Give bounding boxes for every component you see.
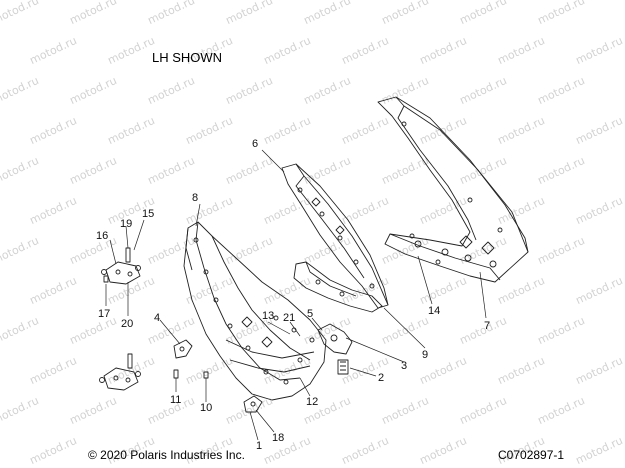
part-7-panel <box>377 96 529 283</box>
part-bracket-center <box>293 261 383 313</box>
callout-7[interactable]: 7 <box>484 320 491 332</box>
part-2-clip <box>337 359 349 375</box>
callout-16[interactable]: 16 <box>96 230 109 242</box>
callout-8[interactable]: 8 <box>192 192 199 204</box>
copyright-text: © 2020 Polaris Industries Inc. <box>88 448 245 462</box>
callout-3[interactable]: 3 <box>401 360 408 372</box>
callout-20[interactable]: 20 <box>121 318 134 330</box>
part-8-panel <box>183 221 327 401</box>
callout-17[interactable]: 17 <box>98 308 111 320</box>
callout-14[interactable]: 14 <box>428 305 441 317</box>
callout-13[interactable]: 13 <box>262 310 275 322</box>
part-4-bracket <box>173 339 193 359</box>
leader-lines <box>105 149 487 441</box>
view-note: LH SHOWN <box>152 50 223 65</box>
hardware-group-upper <box>101 247 141 285</box>
callout-9[interactable]: 9 <box>422 349 429 361</box>
callout-4[interactable]: 4 <box>154 312 161 324</box>
callout-2[interactable]: 2 <box>378 372 385 384</box>
callout-11[interactable]: 11 <box>170 394 182 406</box>
callout-12[interactable]: 12 <box>306 396 319 408</box>
callout-5[interactable]: 5 <box>307 308 314 320</box>
callout-6[interactable]: 6 <box>252 138 259 150</box>
callout-21[interactable]: 21 <box>283 312 296 324</box>
callout-19[interactable]: 19 <box>120 218 133 230</box>
callout-1[interactable]: 1 <box>256 440 263 452</box>
part-3-bracket <box>317 323 353 355</box>
callout-10[interactable]: 10 <box>200 402 213 414</box>
part-6-panel <box>281 163 389 309</box>
diagram-id: C0702897-1 <box>498 448 565 462</box>
callout-15[interactable]: 15 <box>142 208 155 220</box>
callout-18[interactable]: 18 <box>272 432 285 444</box>
